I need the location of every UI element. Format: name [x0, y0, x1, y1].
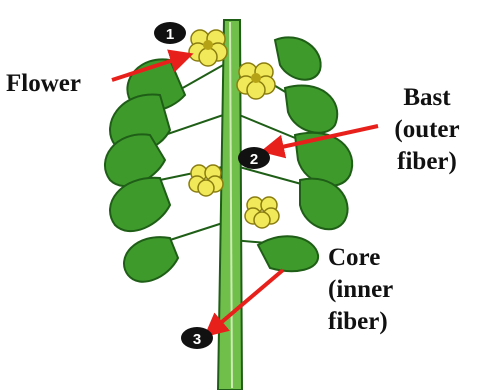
core-label-line: (inner	[328, 274, 393, 306]
svg-text:1: 1	[166, 26, 174, 43]
leaf	[124, 237, 178, 282]
svg-text:2: 2	[250, 151, 258, 168]
flower-label: Flower	[6, 68, 81, 100]
leaf	[258, 236, 318, 271]
flower	[189, 30, 227, 66]
bast-label-line: Bast	[372, 82, 480, 114]
flower	[237, 63, 275, 99]
leaf	[275, 37, 321, 79]
marker-2: 2	[238, 147, 270, 169]
flower	[189, 165, 223, 196]
bast-label: Bast (outer fiber)	[372, 82, 480, 178]
leaf	[285, 86, 337, 133]
leaf	[300, 179, 348, 230]
marker-1: 1	[154, 22, 186, 44]
marker-3: 3	[181, 327, 213, 349]
svg-text:3: 3	[193, 331, 201, 348]
core-label-line: Core	[328, 242, 393, 274]
core-label: Core (inner fiber)	[328, 242, 393, 338]
core-label-line: fiber)	[328, 306, 393, 338]
bast-label-line: fiber)	[372, 146, 480, 178]
bast-label-line: (outer	[372, 114, 480, 146]
flower	[245, 197, 279, 228]
